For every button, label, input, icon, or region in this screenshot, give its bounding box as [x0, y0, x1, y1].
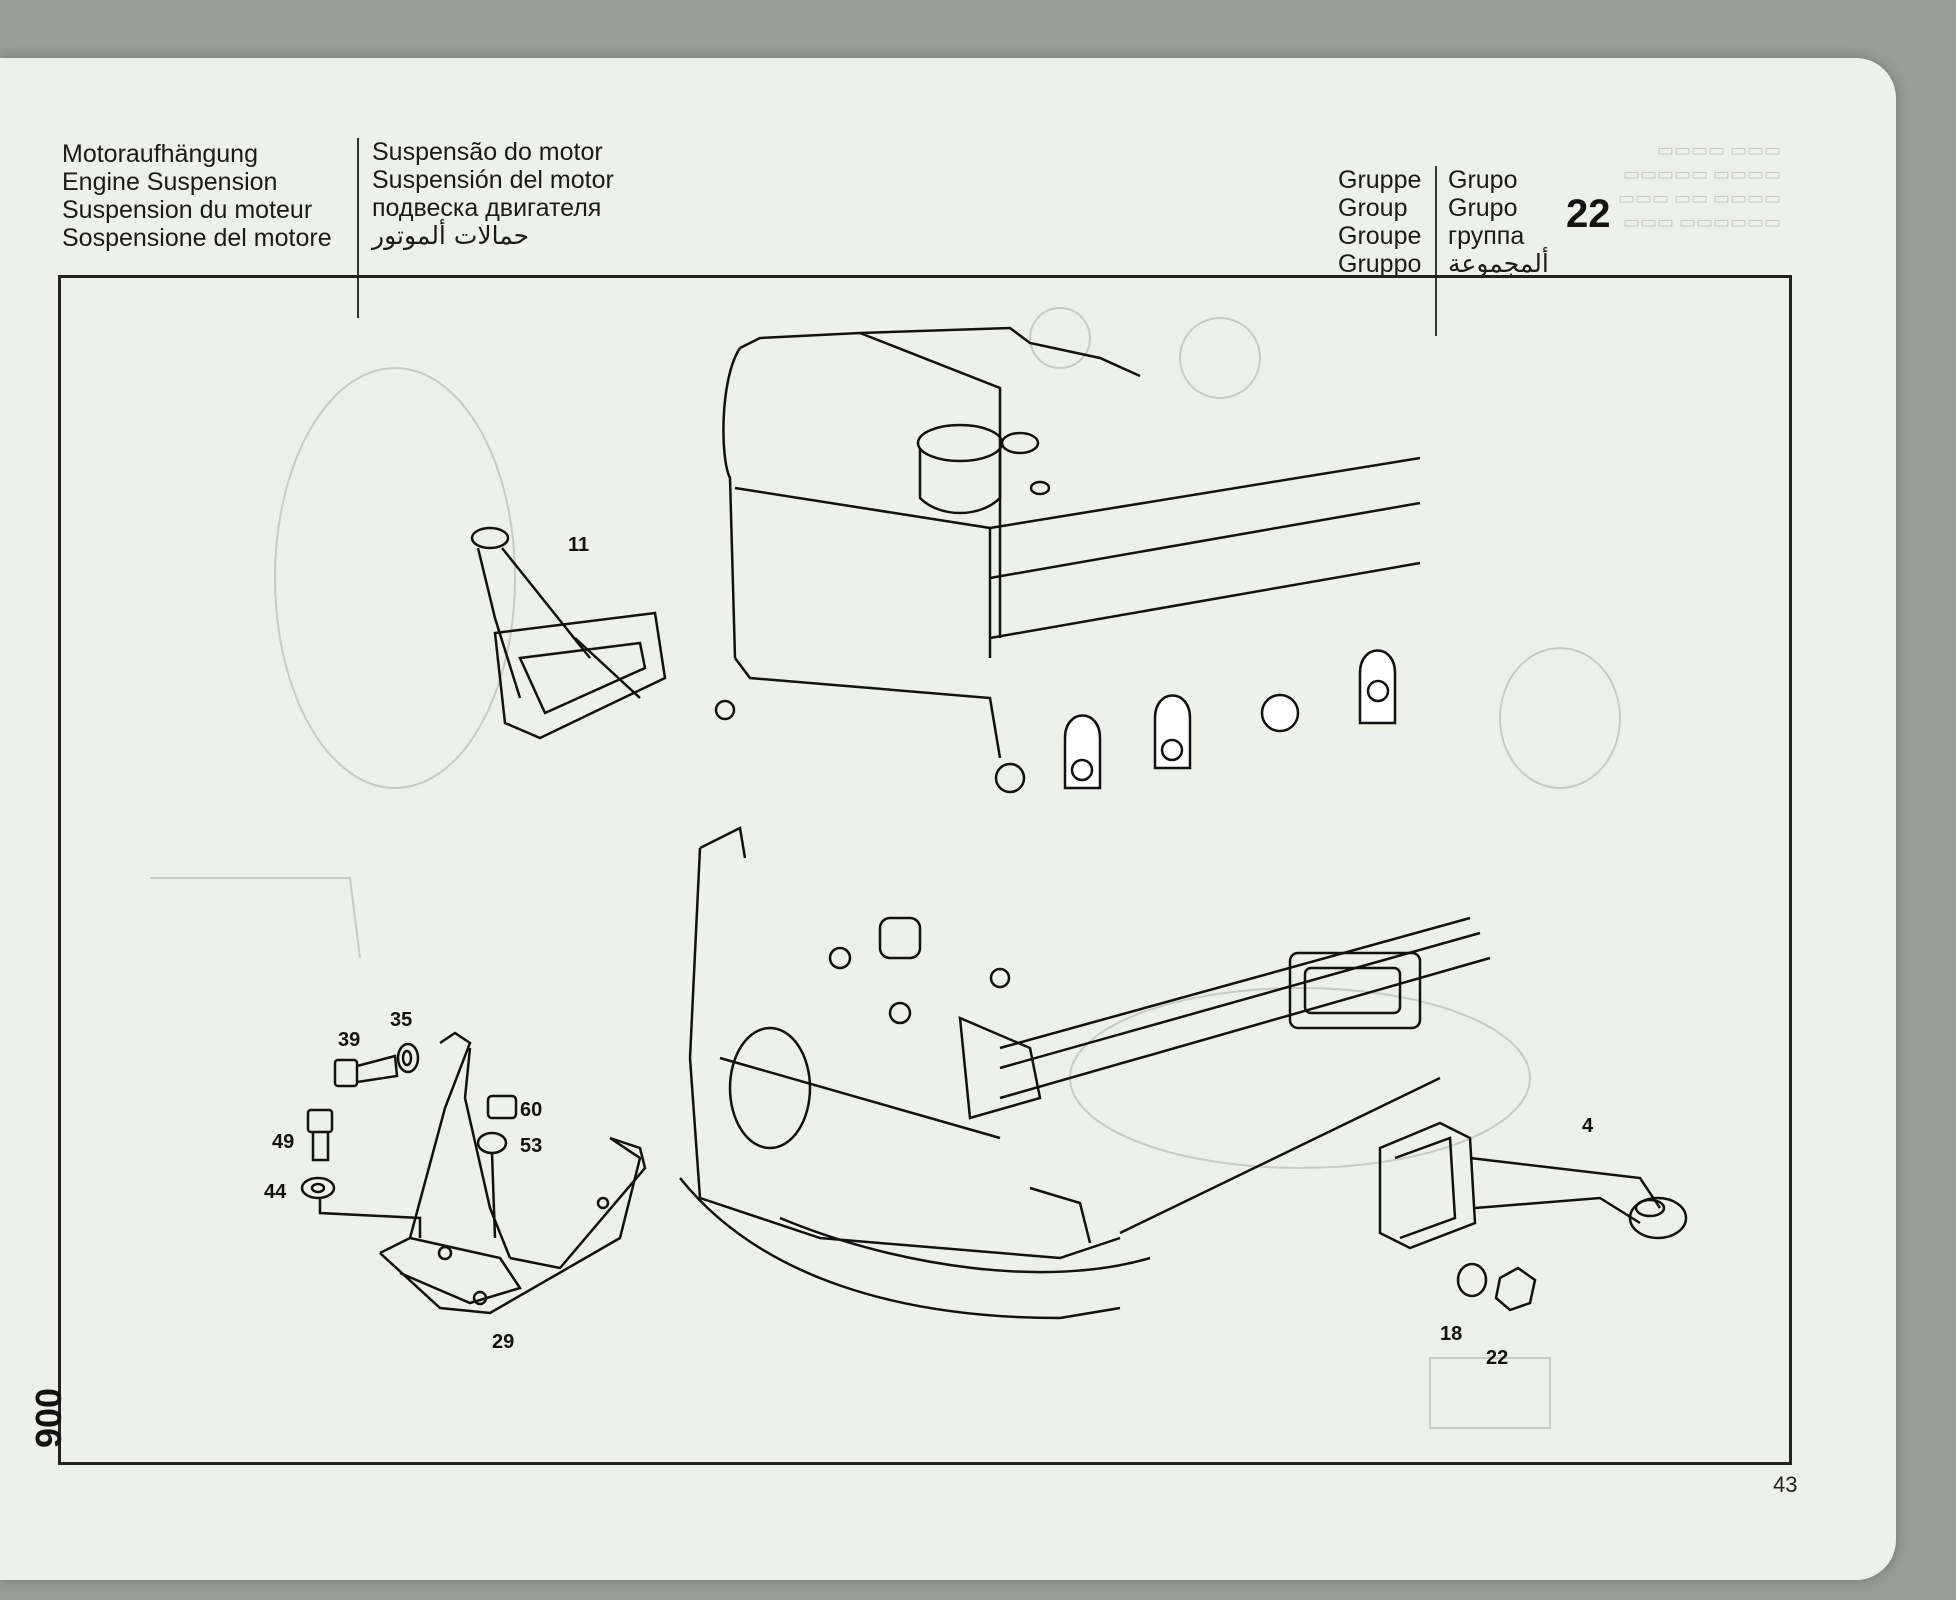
group-values: Grupo Grupo группа ألمجموعة [1448, 166, 1549, 278]
part-4-bracket [1378, 1121, 1688, 1312]
manual-page: ▭▭▭ ▭▭▭▭▭▭▭▭ ▭▭▭▭▭▭▭▭▭ ▭▭ ▭▭▭▭▭▭▭▭▭ ▭▭▭ … [0, 58, 1896, 1580]
part-29-bracket [379, 1031, 647, 1315]
group-value-ar: ألمجموعة [1448, 249, 1549, 278]
part-11-bracket [470, 526, 667, 740]
engine-block [679, 326, 1491, 1320]
title-divider [357, 138, 359, 318]
callout-4: 4 [1582, 1115, 1594, 1137]
group-number: 22 [1566, 192, 1611, 236]
callout-60: 60 [520, 1099, 542, 1121]
callout-29: 29 [492, 1331, 514, 1353]
manifold-bosses [1063, 649, 1397, 790]
diagram-frame [58, 275, 1792, 1465]
callout-35: 35 [390, 1009, 412, 1031]
callout-39: 39 [338, 1029, 360, 1051]
title-es: Suspensión del motor [372, 166, 614, 194]
title-it: Sospensione del motore [62, 224, 332, 252]
callout-53: 53 [520, 1135, 542, 1157]
title-de: Motoraufhängung [62, 140, 258, 168]
background-engine-ghost [150, 307, 1621, 1429]
callout-44: 44 [264, 1181, 287, 1203]
title-ar: حمالات ألموتور [372, 221, 530, 250]
group-divider [1435, 166, 1437, 336]
group-label-de: Gruppe [1338, 166, 1422, 194]
group-value-pt: Grupo [1448, 166, 1518, 194]
title-ru: подвеска двигателя [372, 194, 602, 222]
title-languages-right: Suspensão do motor Suspensión del motor … [372, 138, 614, 250]
group-value-es: Grupo [1448, 194, 1518, 222]
title-pt: Suspensão do motor [372, 138, 603, 166]
lower-mount-hardware [300, 1042, 518, 1239]
title-languages-left: Motoraufhängung Engine Suspension Suspen… [62, 140, 332, 252]
callout-49: 49 [272, 1131, 294, 1153]
title-fr: Suspension du moteur [62, 196, 313, 224]
callout-22: 22 [1486, 1347, 1508, 1369]
group-label-fr: Groupe [1338, 222, 1422, 250]
title-en: Engine Suspension [62, 168, 278, 196]
engine-suspension-diagram: 11 39 35 60 53 49 44 [150, 307, 1688, 1429]
group-label-it: Gruppo [1338, 250, 1422, 278]
group-label-en: Group [1338, 194, 1408, 222]
side-model-code: 900 [28, 1387, 69, 1448]
callout-11: 11 [568, 534, 589, 556]
page-number: 43 [1773, 1472, 1798, 1497]
group-labels: Gruppe Group Groupe Gruppo [1338, 166, 1421, 278]
group-value-ru: группа [1448, 222, 1525, 250]
callout-18: 18 [1440, 1323, 1462, 1345]
